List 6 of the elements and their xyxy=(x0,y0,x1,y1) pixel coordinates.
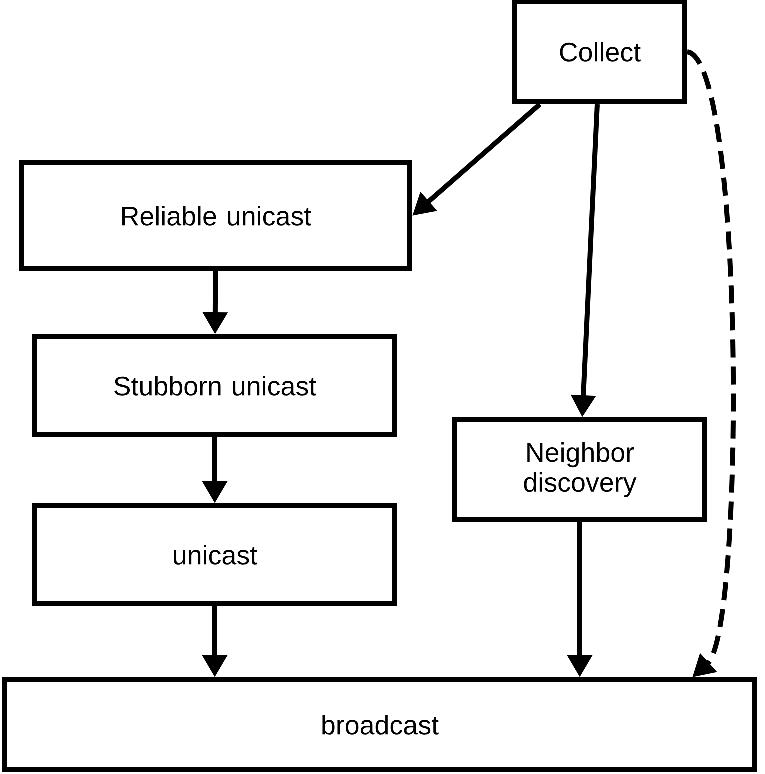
process-box: Neighbor discovery xyxy=(452,418,708,522)
process-box: Stubborn unicast xyxy=(32,334,398,438)
process-box: Reliable unicast xyxy=(20,160,412,272)
process-box: Collect xyxy=(512,0,688,104)
process-box: broadcast xyxy=(2,678,758,772)
process-box: unicast xyxy=(32,504,398,606)
